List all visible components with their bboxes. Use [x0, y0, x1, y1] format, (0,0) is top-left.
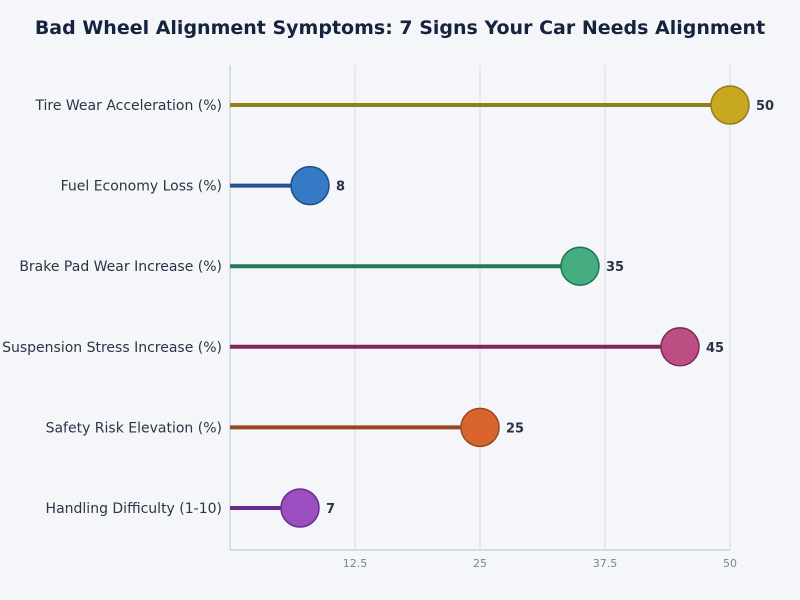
value-label: 7 [326, 502, 335, 517]
value-label: 45 [706, 341, 724, 356]
category-label: Brake Pad Wear Increase (%) [19, 259, 222, 275]
lollipop-dot [280, 488, 320, 528]
value-label: 25 [506, 421, 524, 436]
lollipop-dot [560, 246, 600, 286]
category-label: Suspension Stress Increase (%) [2, 340, 222, 356]
category-label: Safety Risk Elevation (%) [46, 420, 222, 436]
lollipop-dot [710, 85, 750, 125]
lollipop-dot [290, 165, 330, 206]
x-tick-label: 37.5 [593, 557, 618, 570]
x-tick-label: 12.5 [343, 557, 368, 570]
category-label: Handling Difficulty (1-10) [46, 501, 222, 517]
lollipop-dot [660, 327, 700, 367]
x-tick-label: 50 [723, 557, 737, 570]
axes [229, 65, 730, 551]
lollipop-dot [460, 407, 500, 448]
lollipop-marks: 50 8 35 45 25 7 [230, 85, 774, 528]
category-labels: Tire Wear Acceleration (%) Fuel Economy L… [2, 98, 222, 517]
chart-title: Bad Wheel Alignment Symptoms: 7 Signs Yo… [35, 17, 765, 39]
value-label: 8 [336, 180, 345, 195]
x-tick-labels: 12.5 25 37.5 50 [343, 557, 737, 570]
category-label: Fuel Economy Loss (%) [61, 179, 222, 195]
grid-lines [354, 65, 731, 550]
value-label: 35 [606, 260, 624, 275]
value-label: 50 [756, 99, 774, 114]
category-label: Tire Wear Acceleration (%) [34, 98, 222, 114]
x-tick-label: 25 [473, 557, 487, 570]
